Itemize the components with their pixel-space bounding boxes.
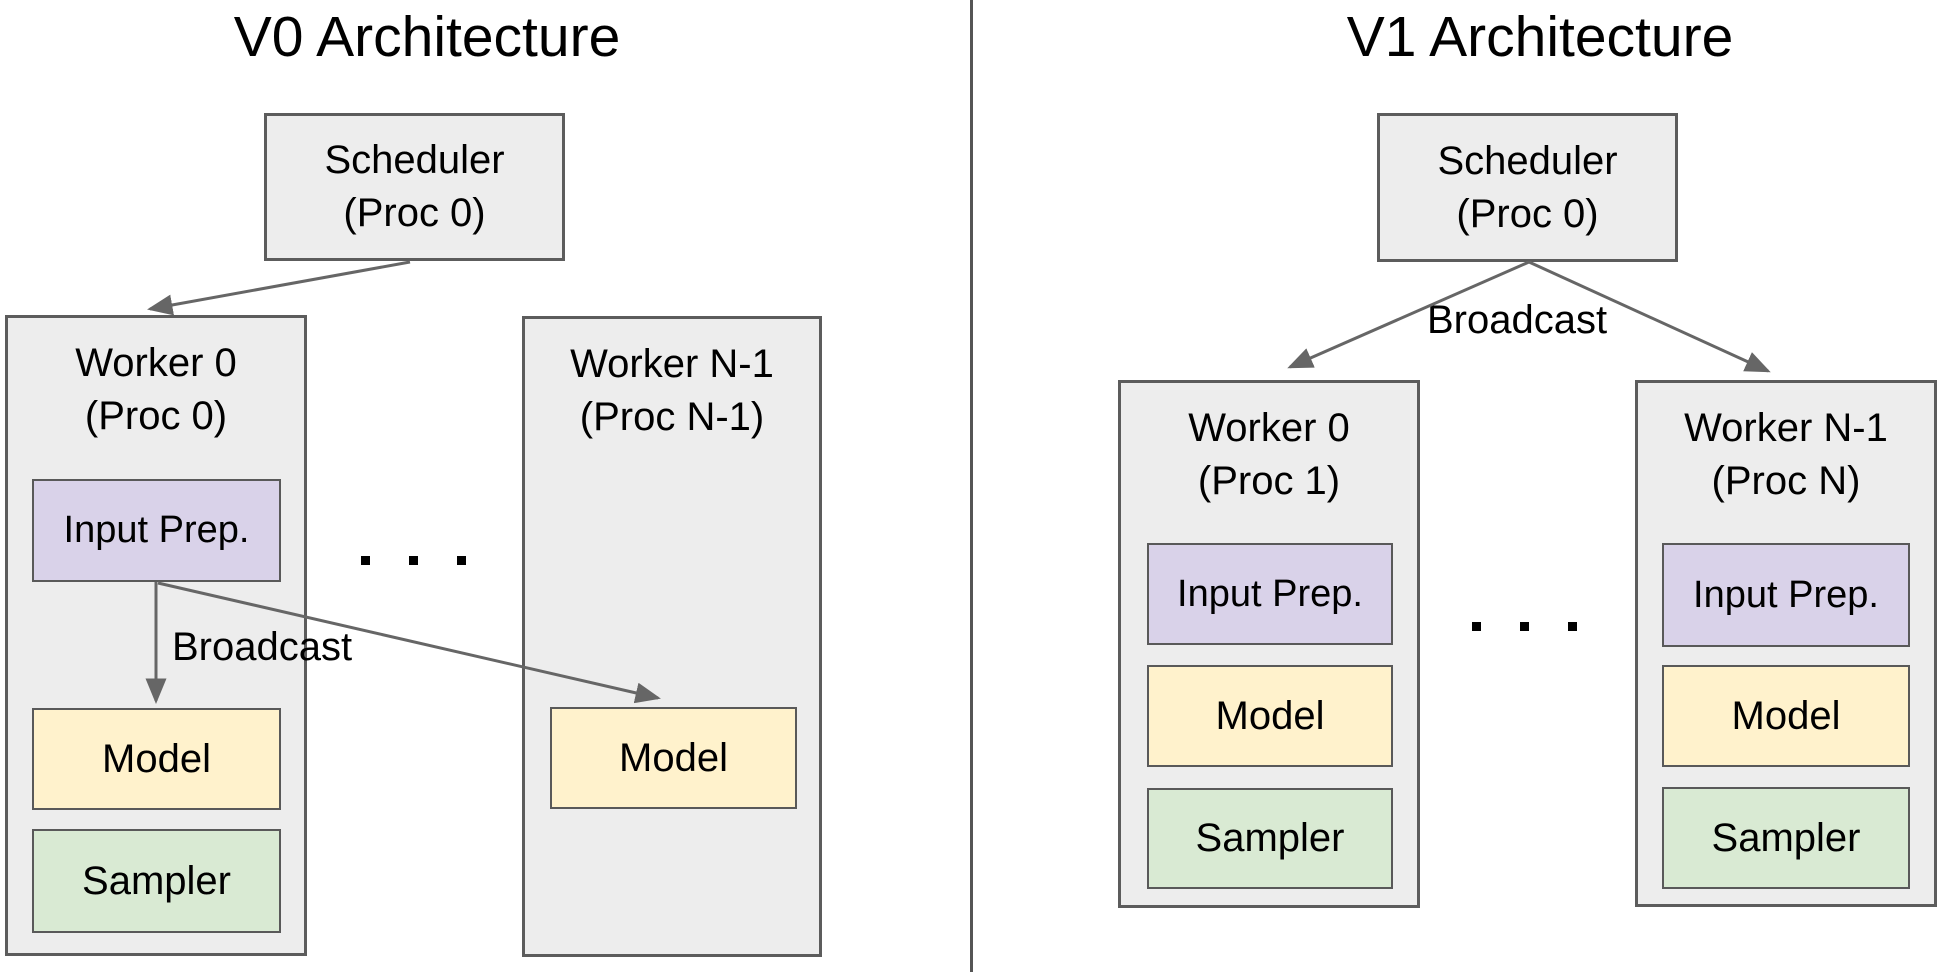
v0-ellipsis-icon bbox=[361, 556, 466, 565]
v0-workerN-box: Worker N-1 (Proc N-1) Model bbox=[522, 316, 822, 957]
v1-workerN-proc: (Proc N) bbox=[1711, 459, 1861, 503]
v1-worker0-box: Worker 0 (Proc 1) Input Prep. Model Samp… bbox=[1118, 380, 1420, 908]
v0-worker0-proc: (Proc 0) bbox=[84, 394, 228, 438]
v1-broadcast-label: Broadcast bbox=[1427, 298, 1608, 342]
v1-scheduler-name: Scheduler bbox=[1437, 138, 1618, 183]
v0-broadcast-label: Broadcast bbox=[172, 625, 353, 669]
v1-workerN-input-prep-label: Input Prep. bbox=[1693, 573, 1879, 616]
v0-scheduler-name: Scheduler bbox=[324, 138, 505, 182]
v1-scheduler-label: Scheduler (Proc 0) bbox=[1380, 135, 1675, 241]
v0-scheduler-proc: (Proc 0) bbox=[343, 191, 486, 235]
v0-scheduler-label: Scheduler (Proc 0) bbox=[267, 134, 562, 240]
v0-workerN-model-label: Model bbox=[619, 735, 728, 780]
v0-worker0-name: Worker 0 bbox=[75, 341, 237, 385]
v1-worker0-name: Worker 0 bbox=[1188, 406, 1350, 450]
v1-worker0-model-label: Model bbox=[1215, 693, 1325, 738]
v0-worker0-model-label: Model bbox=[102, 736, 211, 781]
v0-worker0-input-prep-box: Input Prep. bbox=[32, 479, 281, 582]
v1-title: V1 Architecture bbox=[1346, 5, 1734, 69]
v0-scheduler-box: Scheduler (Proc 0) bbox=[264, 113, 565, 261]
v1-workerN-name: Worker N-1 bbox=[1684, 406, 1888, 450]
v1-ellipsis-icon bbox=[1472, 622, 1577, 631]
v1-worker0-label: Worker 0 (Proc 1) bbox=[1121, 402, 1417, 508]
v1-workerN-label: Worker N-1 (Proc N) bbox=[1638, 402, 1934, 508]
v1-worker0-input-prep-label: Input Prep. bbox=[1177, 572, 1363, 615]
v0-workerN-name: Worker N-1 bbox=[570, 342, 774, 386]
v0-scheduler-to-worker0-arrow bbox=[147, 260, 411, 316]
panel-divider bbox=[970, 0, 973, 972]
v1-worker0-input-prep-box: Input Prep. bbox=[1147, 543, 1393, 645]
v1-workerN-sampler-box: Sampler bbox=[1662, 787, 1910, 889]
v1-worker0-proc: (Proc 1) bbox=[1197, 459, 1341, 503]
v0-workerN-proc: (Proc N-1) bbox=[579, 395, 765, 439]
v1-workerN-sampler-label: Sampler bbox=[1711, 815, 1861, 860]
v1-worker0-sampler-box: Sampler bbox=[1147, 788, 1393, 889]
v0-workerN-label: Worker N-1 (Proc N-1) bbox=[525, 338, 819, 444]
v1-scheduler-proc: (Proc 0) bbox=[1456, 191, 1599, 236]
v0-worker0-sampler-label: Sampler bbox=[82, 858, 231, 903]
v0-title: V0 Architecture bbox=[233, 5, 621, 69]
v1-scheduler-box: Scheduler (Proc 0) bbox=[1377, 113, 1678, 262]
v1-workerN-model-box: Model bbox=[1662, 665, 1910, 767]
v1-worker0-sampler-label: Sampler bbox=[1195, 816, 1345, 860]
v1-workerN-model-label: Model bbox=[1731, 693, 1841, 738]
v0-worker0-sampler-box: Sampler bbox=[32, 829, 281, 933]
v0-worker0-model-box: Model bbox=[32, 708, 281, 810]
v1-workerN-input-prep-box: Input Prep. bbox=[1662, 543, 1910, 647]
v0-worker0-label: Worker 0 (Proc 0) bbox=[8, 337, 304, 443]
v1-worker0-model-box: Model bbox=[1147, 665, 1393, 767]
v0-workerN-model-box: Model bbox=[550, 707, 797, 809]
v1-workerN-box: Worker N-1 (Proc N) Input Prep. Model Sa… bbox=[1635, 380, 1937, 907]
v0-worker0-input-prep-label: Input Prep. bbox=[63, 509, 250, 551]
